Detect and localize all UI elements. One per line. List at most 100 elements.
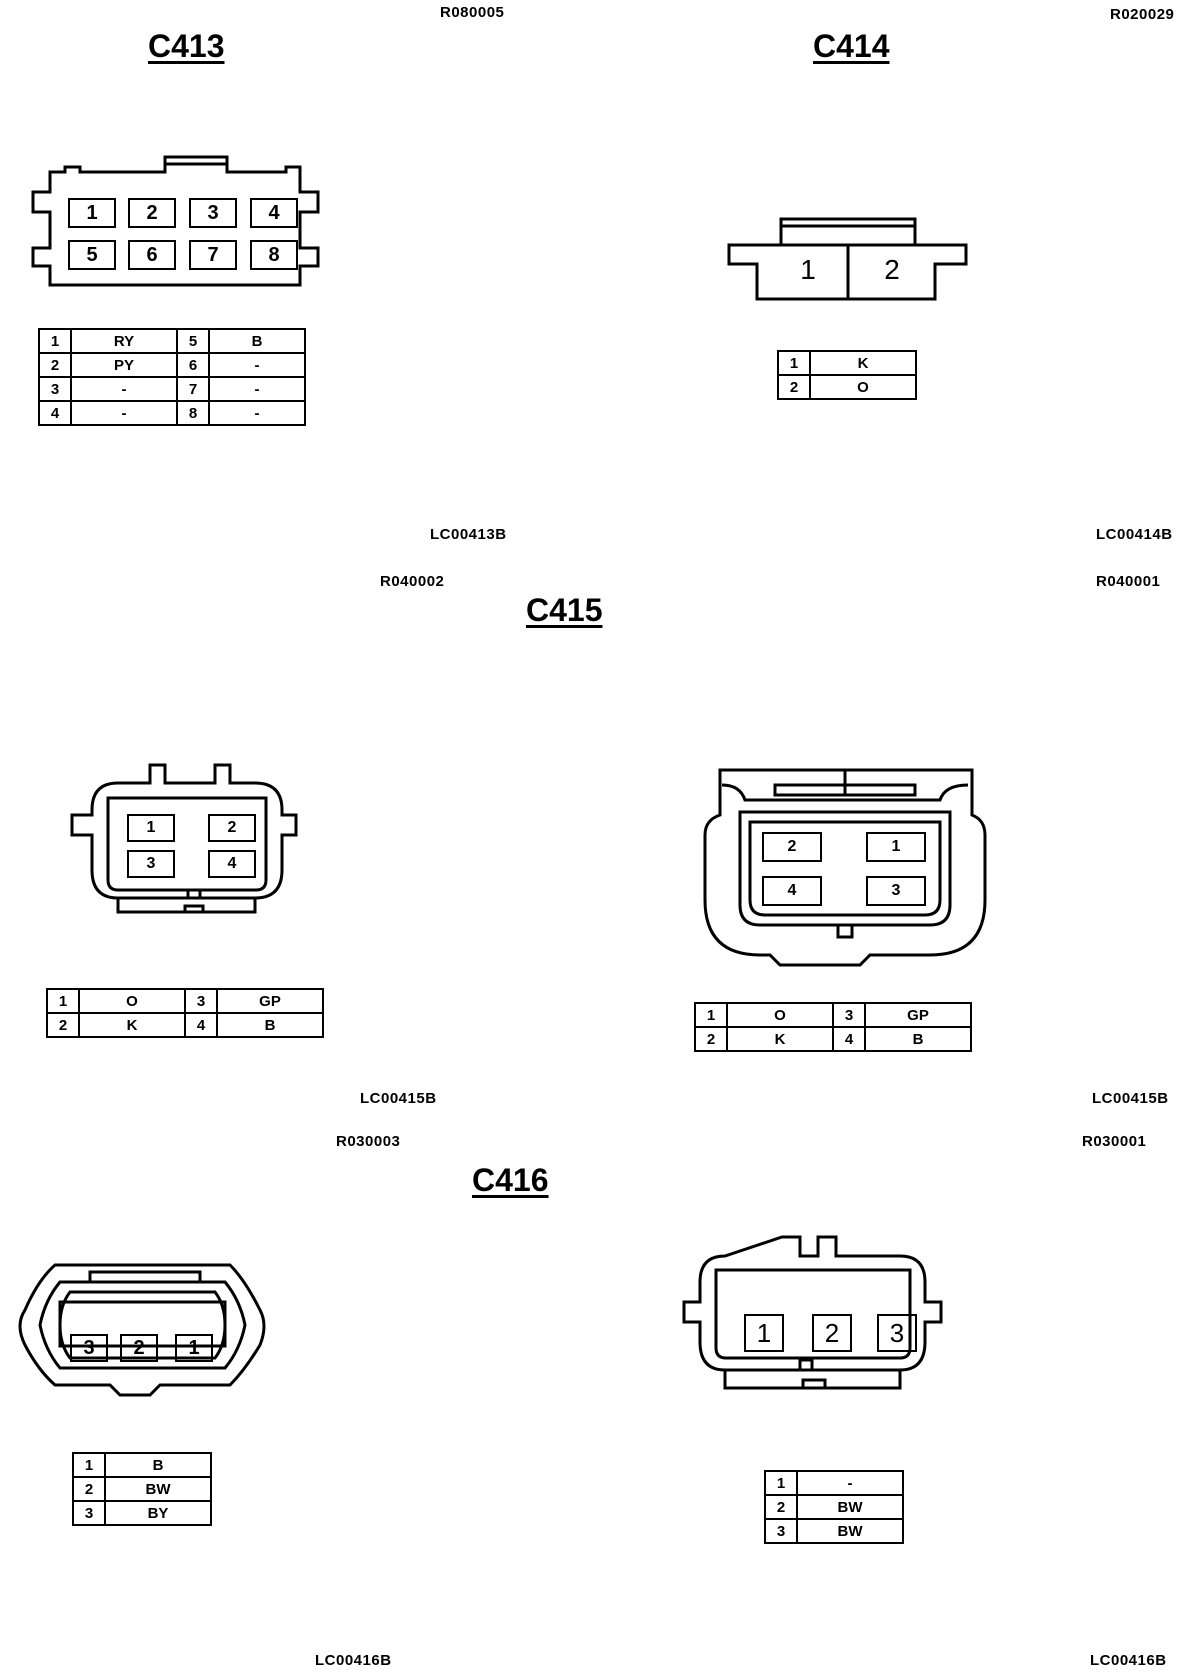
- c414-ref-top: R020029: [1110, 6, 1175, 23]
- c413-ref-top: R080005: [440, 4, 505, 21]
- c415-right-pin: 1: [866, 832, 926, 862]
- c416-left-ref-bottom: LC00416B: [315, 1652, 392, 1669]
- c415-right-ref-bottom: LC00415B: [1092, 1090, 1169, 1107]
- c414-pin: 2: [884, 254, 900, 285]
- wire-cell: B: [864, 1026, 972, 1052]
- c416-right-wire-table: 1 - 2 BW 3 BW: [764, 1470, 904, 1544]
- wire-cell: K: [78, 1012, 186, 1038]
- wire-cell: K: [809, 350, 917, 376]
- table-row: 3 BW: [764, 1518, 904, 1544]
- c416-right-pin: 2: [812, 1314, 852, 1352]
- c416-left-pin: 2: [120, 1334, 158, 1362]
- c415-left-ref-top: R040002: [380, 573, 445, 590]
- c416-left-wire-table: 1 B 2 BW 3 BY: [72, 1452, 212, 1526]
- pin-cell: 1: [694, 1002, 728, 1028]
- c414-ref-bottom: LC00414B: [1096, 526, 1173, 543]
- pin-cell: 3: [764, 1518, 798, 1544]
- table-row: 2 PY 6 -: [38, 352, 306, 378]
- c416-right-pin: 1: [744, 1314, 784, 1352]
- wire-cell: GP: [216, 988, 324, 1014]
- table-row: 1 -: [764, 1470, 904, 1496]
- c413-pin: 2: [128, 198, 176, 228]
- table-row: 1 K: [777, 350, 917, 376]
- c413-title: C413: [148, 28, 225, 64]
- pin-cell: 1: [764, 1470, 798, 1496]
- table-row: 1 B: [72, 1452, 212, 1478]
- c413-housing: [31, 155, 320, 287]
- c415-right-wire-table: 1 O 3 GP 2 K 4 B: [694, 1002, 972, 1052]
- c413-pin: 5: [68, 240, 116, 270]
- pin-cell: 3: [38, 376, 72, 402]
- table-row: 3 - 7 -: [38, 376, 306, 402]
- c415-title: C415: [526, 592, 603, 628]
- table-row: 2 BW: [72, 1476, 212, 1502]
- c413-pin: 6: [128, 240, 176, 270]
- wire-cell: PY: [70, 352, 178, 378]
- wire-cell: O: [78, 988, 186, 1014]
- c415-left-pin: 2: [208, 814, 256, 842]
- pin-cell: 2: [38, 352, 72, 378]
- wire-cell: -: [208, 400, 306, 426]
- table-row: 2 K 4 B: [46, 1012, 324, 1038]
- c416-left-ref-top: R030003: [336, 1133, 401, 1150]
- pin-cell: 4: [832, 1026, 866, 1052]
- pin-cell: 2: [46, 1012, 80, 1038]
- c414-pin: 1: [800, 254, 816, 285]
- wire-cell: B: [104, 1452, 212, 1478]
- pin-cell: 1: [38, 328, 72, 354]
- c415-left-housing: [70, 763, 298, 914]
- wire-cell: -: [208, 376, 306, 402]
- wire-cell: RY: [70, 328, 178, 354]
- pin-cell: 5: [176, 328, 210, 354]
- c416-title: C416: [472, 1162, 549, 1198]
- pin-cell: 3: [832, 1002, 866, 1028]
- wire-cell: BY: [104, 1500, 212, 1526]
- wire-cell: -: [70, 400, 178, 426]
- wire-cell: -: [796, 1470, 904, 1496]
- c416-right-ref-bottom: LC00416B: [1090, 1652, 1167, 1669]
- c415-left-pin: 1: [127, 814, 175, 842]
- c416-right-ref-top: R030001: [1082, 1133, 1147, 1150]
- pin-cell: 1: [777, 350, 811, 376]
- c416-right-housing: [682, 1235, 943, 1390]
- c415-right-pin: 4: [762, 876, 822, 906]
- pin-cell: 3: [184, 988, 218, 1014]
- table-row: 1 O 3 GP: [46, 988, 324, 1014]
- c415-left-ref-bottom: LC00415B: [360, 1090, 437, 1107]
- wire-cell: -: [70, 376, 178, 402]
- table-row: 1 RY 5 B: [38, 328, 306, 354]
- wire-cell: BW: [796, 1518, 904, 1544]
- pin-cell: 4: [38, 400, 72, 426]
- wire-cell: B: [216, 1012, 324, 1038]
- table-row: 2 O: [777, 374, 917, 400]
- pin-cell: 4: [184, 1012, 218, 1038]
- pin-cell: 2: [694, 1026, 728, 1052]
- table-row: 4 - 8 -: [38, 400, 306, 426]
- c413-pin: 1: [68, 198, 116, 228]
- c413-pin: 4: [250, 198, 298, 228]
- pin-cell: 7: [176, 376, 210, 402]
- wire-cell: BW: [796, 1494, 904, 1520]
- c413-pin: 7: [189, 240, 237, 270]
- c414-wire-table: 1 K 2 O: [777, 350, 917, 400]
- c415-right-pin: 2: [762, 832, 822, 862]
- wire-cell: O: [809, 374, 917, 400]
- pin-cell: 8: [176, 400, 210, 426]
- c416-left-pin: 1: [175, 1334, 213, 1362]
- pin-cell: 2: [72, 1476, 106, 1502]
- table-row: 2 BW: [764, 1494, 904, 1520]
- c416-right-pin: 3: [877, 1314, 917, 1352]
- c416-left-pin: 3: [70, 1334, 108, 1362]
- c415-left-wire-table: 1 O 3 GP 2 K 4 B: [46, 988, 324, 1038]
- c413-pin: 8: [250, 240, 298, 270]
- pin-cell: 3: [72, 1500, 106, 1526]
- c416-left-housing: [18, 1263, 266, 1397]
- wire-cell: -: [208, 352, 306, 378]
- c413-wire-table: 1 RY 5 B 2 PY 6 - 3 - 7 - 4 - 8 -: [38, 328, 306, 426]
- pin-cell: 1: [46, 988, 80, 1014]
- c415-right-housing: [703, 768, 987, 967]
- wire-cell: O: [726, 1002, 834, 1028]
- pin-cell: 2: [764, 1494, 798, 1520]
- c415-right-pin: 3: [866, 876, 926, 906]
